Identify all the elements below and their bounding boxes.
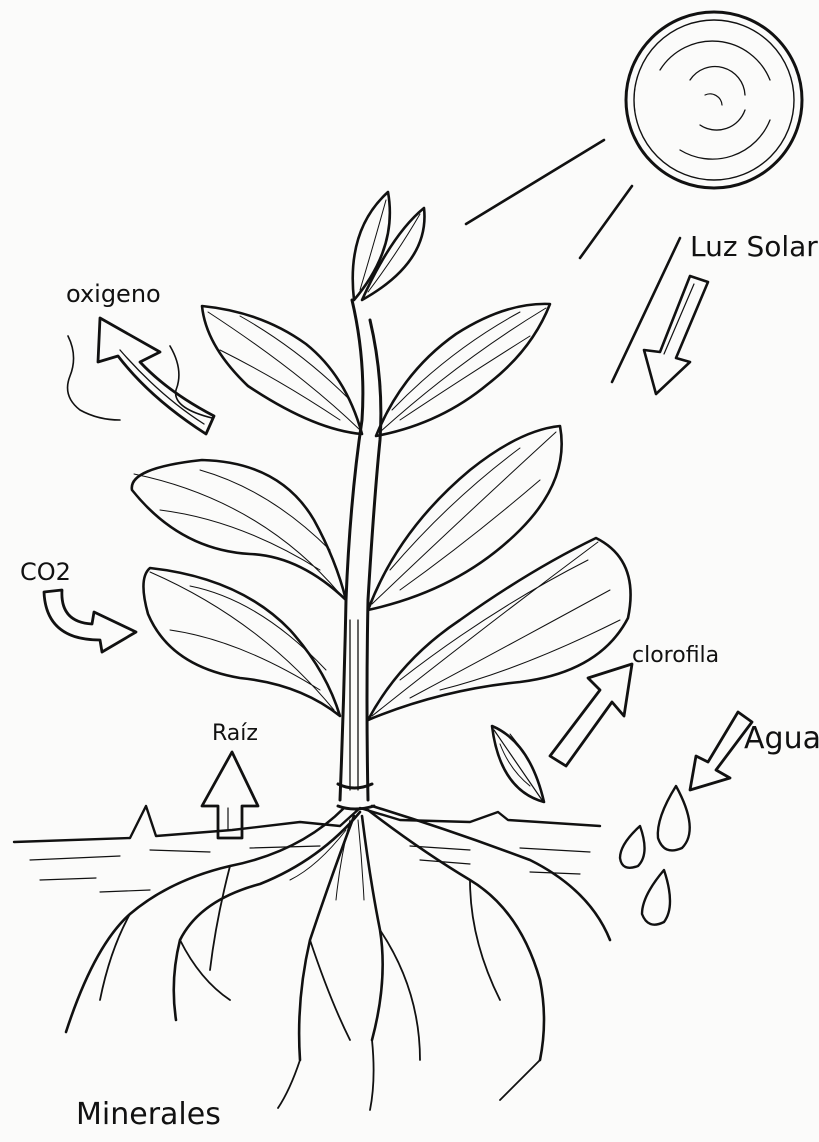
plant-stem (338, 300, 381, 809)
leaf-lower-right (368, 538, 631, 720)
sun-rays (466, 140, 680, 382)
leaf-lower-left (143, 568, 340, 716)
label-root: Raíz (212, 721, 258, 746)
chlorophyll-arrow-icon (550, 664, 632, 766)
co2-arrow-icon (44, 590, 136, 652)
label-water: Agua (744, 721, 819, 756)
plant-leaves (132, 192, 631, 720)
root-arrow-icon (202, 752, 258, 838)
oxygen-arrow-icon (98, 318, 214, 434)
label-sunlight: Luz Solar (690, 230, 818, 263)
leaf-upper-left (202, 306, 362, 434)
water-drop-icon (620, 786, 690, 925)
leaf-middle-left (132, 460, 346, 600)
label-oxygen: oxigeno (66, 280, 161, 308)
oxygen-waves (68, 336, 212, 420)
plant-roots (66, 806, 610, 1110)
leaf-top-bud (353, 192, 425, 300)
label-co2: CO2 (20, 558, 71, 586)
water-arrow-icon (690, 712, 752, 790)
leaf-upper-right (376, 304, 550, 436)
label-chlorophyll: clorofila (632, 643, 719, 668)
ground-line (14, 806, 600, 892)
leaf-icon (492, 726, 544, 802)
sun-icon (626, 12, 802, 188)
leaf-middle-right (368, 426, 562, 610)
label-minerals: Minerales (76, 1097, 221, 1132)
